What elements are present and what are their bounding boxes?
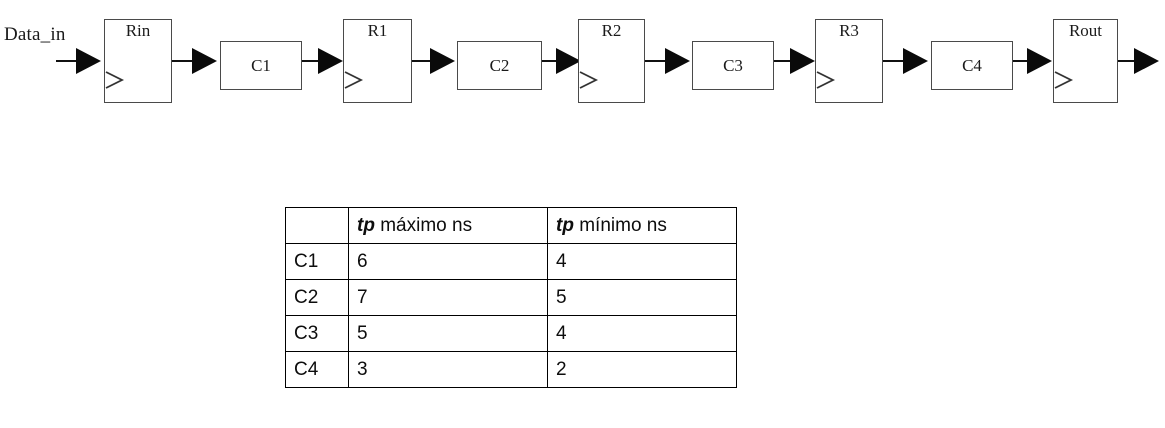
register-block-rout[interactable]: Rout xyxy=(1053,19,1118,103)
combinational-block-c1[interactable]: C1 xyxy=(220,41,302,90)
table-row: C2 7 5 xyxy=(285,279,737,316)
register-label-r3: R3 xyxy=(839,21,859,40)
register-block-r2[interactable]: R2 xyxy=(578,19,645,103)
arrow-r2-to-c3 xyxy=(645,48,693,74)
register-block-r3[interactable]: R3 xyxy=(815,19,883,103)
register-label-r2: R2 xyxy=(601,21,622,40)
arrow-c1-to-r1 xyxy=(302,48,346,74)
combinational-label-c4: C4 xyxy=(962,55,982,75)
pipeline-diagram: Data_in Rin C1 R1 xyxy=(0,0,1165,130)
row-label-c2: C2 xyxy=(285,279,349,316)
arrow-tail xyxy=(883,60,907,62)
table-row: C3 5 4 xyxy=(285,315,737,352)
register-label-rin: Rin xyxy=(125,21,151,40)
tp-unit-max: máximo ns xyxy=(374,214,473,236)
arrow-head xyxy=(790,48,815,74)
cell-c1-min: 4 xyxy=(547,243,737,280)
combinational-label-c2: C2 xyxy=(489,55,510,75)
register-label-r1: R1 xyxy=(367,21,388,40)
cell-c3-max: 5 xyxy=(348,315,548,352)
arrow-tail xyxy=(56,60,80,62)
tp-symbol-max: tp xyxy=(357,214,375,236)
arrow-tail xyxy=(412,60,434,62)
arrow-datain-to-rin xyxy=(56,48,104,74)
arrow-c4-to-rout xyxy=(1013,48,1055,74)
arrow-head xyxy=(1027,48,1052,74)
arrow-head xyxy=(665,48,690,74)
arrow-tail xyxy=(542,60,560,62)
data-in-label: Data_in xyxy=(4,24,66,45)
combinational-block-c3[interactable]: C3 xyxy=(692,41,774,90)
table-row: C1 6 4 xyxy=(285,243,737,280)
clock-triangle-icon xyxy=(344,70,364,89)
register-block-rin[interactable]: Rin xyxy=(104,19,172,103)
arrow-tail xyxy=(1118,60,1138,62)
combinational-block-c2[interactable]: C2 xyxy=(457,41,542,90)
arrow-tail xyxy=(302,60,322,62)
cell-c2-max: 7 xyxy=(348,279,548,316)
arrow-head xyxy=(76,48,101,74)
combinational-block-c4[interactable]: C4 xyxy=(931,41,1013,90)
cell-c1-max: 6 xyxy=(348,243,548,280)
arrow-rout-to-output xyxy=(1118,48,1163,74)
row-label-c4: C4 xyxy=(285,351,349,388)
arrow-head xyxy=(1134,48,1159,74)
table-header-tp-maximo: tp máximo ns xyxy=(348,207,548,244)
combinational-label-c3: C3 xyxy=(723,55,743,75)
tp-symbol-min: tp xyxy=(556,214,574,236)
clock-triangle-icon xyxy=(816,70,836,89)
arrow-c3-to-r3 xyxy=(774,48,817,74)
clock-triangle-icon xyxy=(579,70,599,89)
arrow-head xyxy=(318,48,343,74)
cell-c3-min: 4 xyxy=(547,315,737,352)
timing-table-container: tp máximo ns tp mínimo ns C1 6 4 C2 7 5 … xyxy=(285,207,737,388)
table-header-row: tp máximo ns tp mínimo ns xyxy=(285,207,737,244)
register-block-r1[interactable]: R1 xyxy=(343,19,412,103)
arrow-tail xyxy=(172,60,196,62)
propagation-delay-table: tp máximo ns tp mínimo ns C1 6 4 C2 7 5 … xyxy=(285,207,737,388)
arrow-rin-to-c1 xyxy=(172,48,220,74)
arrow-head xyxy=(556,48,581,74)
table-row: C4 3 2 xyxy=(285,351,737,388)
row-label-c3: C3 xyxy=(285,315,349,352)
combinational-label-c1: C1 xyxy=(251,55,271,75)
register-label-rout: Rout xyxy=(1068,21,1103,40)
arrow-r3-to-c4 xyxy=(883,48,932,74)
row-label-c1: C1 xyxy=(285,243,349,280)
table-header-tp-minimo: tp mínimo ns xyxy=(547,207,737,244)
table-corner-cell xyxy=(285,207,349,244)
arrow-tail xyxy=(774,60,794,62)
cell-c4-min: 2 xyxy=(547,351,737,388)
arrow-head xyxy=(430,48,455,74)
tp-unit-min: mínimo ns xyxy=(573,214,667,236)
cell-c4-max: 3 xyxy=(348,351,548,388)
clock-triangle-icon xyxy=(105,70,125,89)
cell-c2-min: 5 xyxy=(547,279,737,316)
arrow-tail xyxy=(645,60,669,62)
arrow-tail xyxy=(1013,60,1031,62)
arrow-head xyxy=(903,48,928,74)
arrow-r1-to-c2 xyxy=(412,48,459,74)
arrow-c2-to-r2 xyxy=(542,48,582,74)
arrow-head xyxy=(192,48,217,74)
clock-triangle-icon xyxy=(1054,70,1074,89)
